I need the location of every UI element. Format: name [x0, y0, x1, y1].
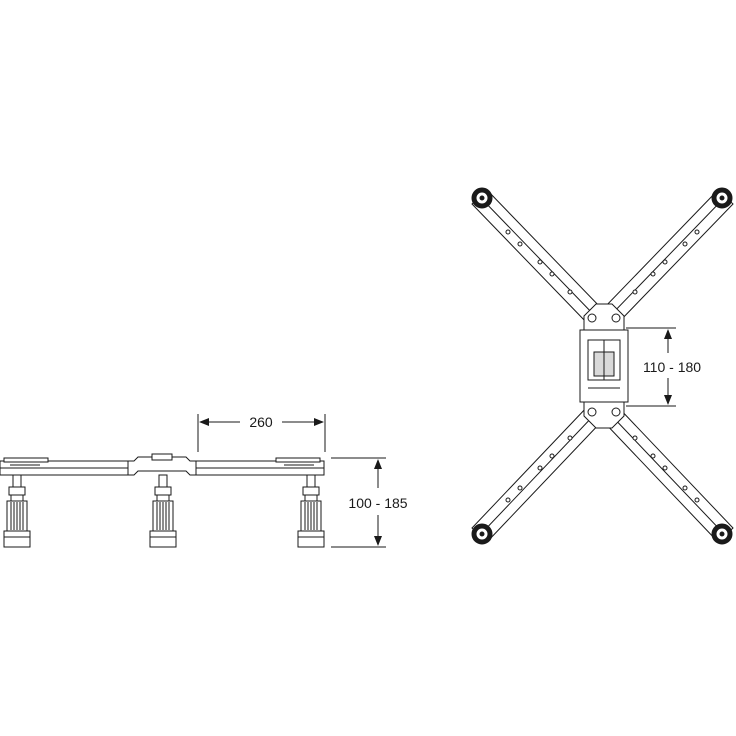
top-arm-lower-left: [471, 405, 604, 545]
width-label: 260: [249, 414, 273, 430]
side-foot-right: [297, 474, 325, 548]
top-view: 110 - 180: [471, 187, 734, 545]
side-foot-center: [149, 474, 177, 548]
top-arm-upper-right: [601, 187, 734, 325]
width-dimension: 260: [197, 414, 326, 452]
center-dimension: 110 - 180: [626, 327, 701, 407]
center-label: 110 - 180: [643, 359, 701, 375]
top-center-hub: [579, 303, 629, 429]
side-foot-left: [3, 474, 31, 548]
side-view: 260 100 - 185: [0, 414, 408, 548]
top-arm-upper-left: [471, 187, 604, 325]
side-frame-rail: [0, 453, 325, 476]
top-arm-lower-right: [601, 405, 734, 545]
height-label: 100 - 185: [348, 495, 407, 511]
height-dimension: 100 - 185: [331, 457, 408, 548]
